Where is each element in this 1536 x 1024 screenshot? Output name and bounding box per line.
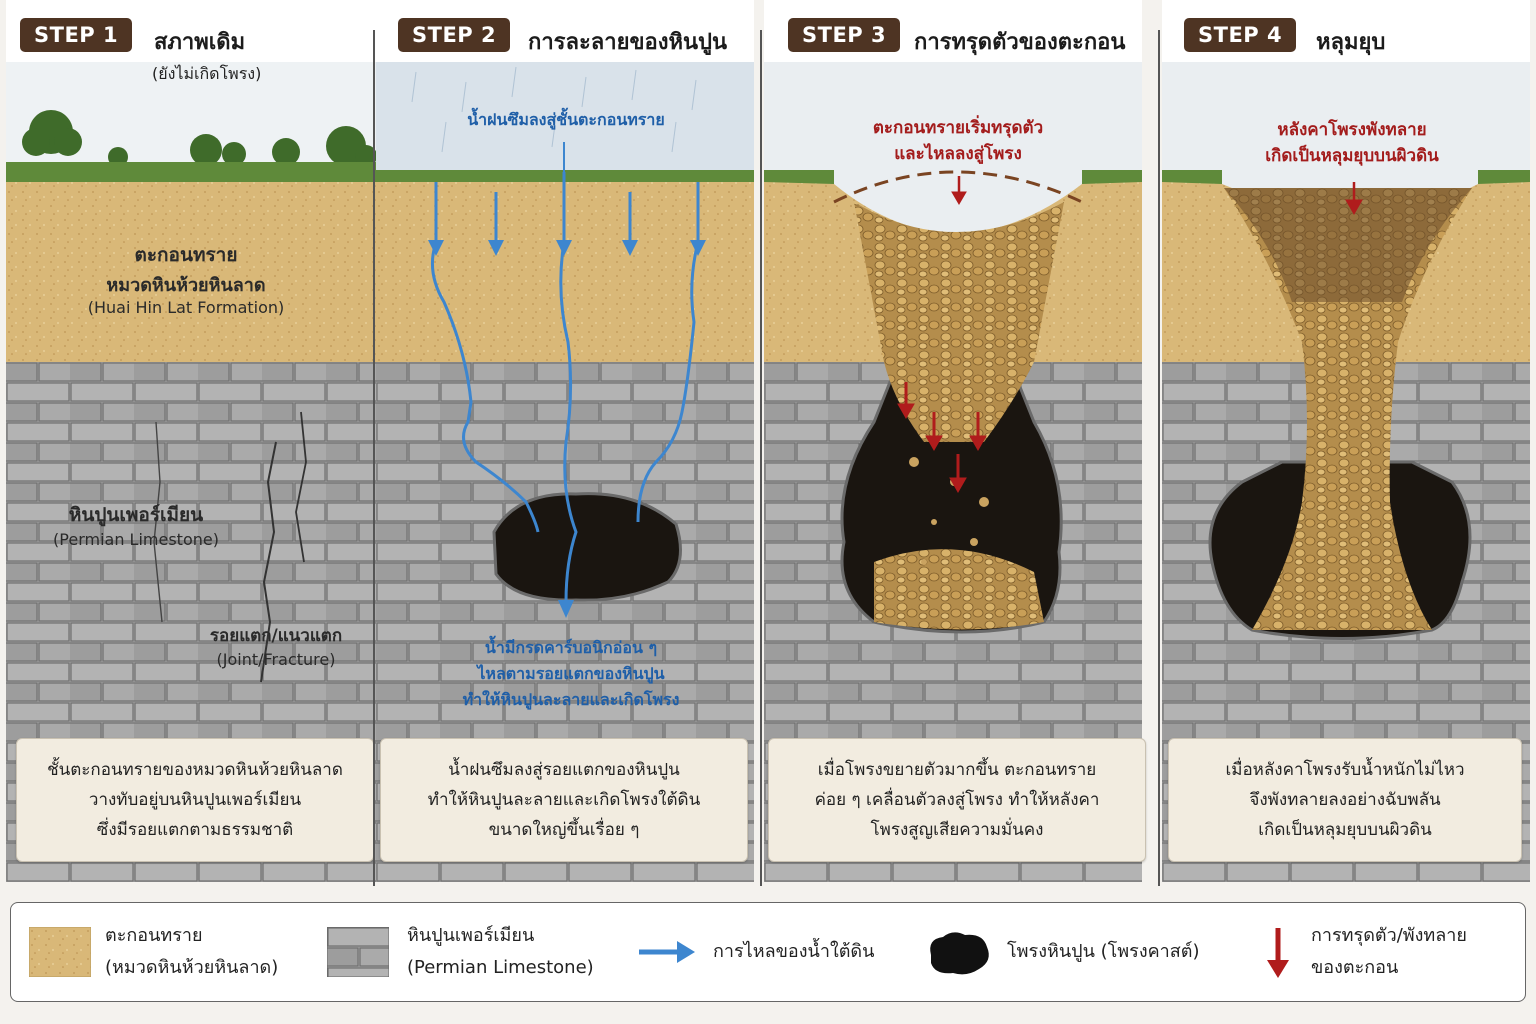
legend: ตะกอนทราย (หมวดหินห้วยหินลาด) หินปูนเพอร…: [10, 902, 1526, 1002]
desc-line: โพรงสูญเสียความมั่นคง: [870, 820, 1044, 840]
step-3-header: STEP 3 การทรุดตัวของตะกอน: [764, 0, 1142, 62]
step-4-badge: STEP 4: [1184, 18, 1297, 52]
limestone-label: หินปูนเพอร์เมียน: [68, 504, 204, 526]
acid-water-label-3: ทำให้หินปูนละลายและเกิดโพรง: [462, 690, 680, 709]
desc-line: เมื่อหลังคาโพรงรับน้ำหนักไม่ไหว: [1225, 760, 1465, 780]
joint-en-label: (Joint/Fracture): [216, 650, 336, 669]
legend-flow: การไหลของน้ำใต้ดิน: [637, 903, 874, 1001]
sand-layer-label: ตะกอนทราย: [134, 244, 238, 266]
step-2-header: STEP 2 การละลายของหินปูน: [376, 0, 754, 62]
subsidence-note-2: และไหลลงสู่โพรง: [894, 144, 1022, 164]
desc-line: ค่อย ๆ เคลื่อนตัวลงสู่โพรง ทำให้หลังคา: [814, 790, 1100, 810]
legend-limestone-line-2: (Permian Limestone): [407, 957, 594, 978]
desc-line: น้ำฝนซึมลงสู่รอยแตกของหินปูน: [448, 760, 680, 780]
step-1-title: สภาพเดิม: [154, 30, 246, 55]
legend-sand-line-1: ตะกอนทราย: [105, 925, 203, 946]
collapse-arrow-icon: [1267, 928, 1289, 978]
legend-sand: ตะกอนทราย (หมวดหินห้วยหินลาด): [29, 903, 278, 1001]
step-2-badge: STEP 2: [398, 18, 511, 52]
step-2-title: การละลายของหินปูน: [528, 30, 728, 55]
sand-formation-en-label: (Huai Hin Lat Formation): [87, 298, 285, 317]
sand-formation-label: หมวดหินห้วยหินลาด: [106, 275, 266, 296]
rain-infiltration-label: น้ำฝนซึมลงสู่ชั้นตะกอนทราย: [467, 110, 665, 129]
step-4-panel: STEP 4 หลุมยุบ หลังคาโพรงพังทลาย เกิดเป็…: [1162, 0, 1530, 886]
step-3-title: การทรุดตัวของตะกอน: [914, 30, 1126, 55]
desc-line: ทำให้หินปูนละลายและเกิดโพรงใต้ดิน: [427, 790, 701, 810]
acid-water-label-2: ไหลตามรอยแตกของหินปูน: [477, 664, 665, 683]
collapse-arrow-icon: [897, 176, 987, 494]
sinkhole-note-1: หลังคาโพรงพังทลาย: [1277, 120, 1427, 140]
legend-sand-line-2: (หมวดหินห้วยหินลาด): [105, 957, 279, 978]
legend-limestone: หินปูนเพอร์เมียน (Permian Limestone): [327, 903, 594, 1001]
subsidence-note-1: ตะกอนทรายเริ่มทรุดตัว: [872, 118, 1044, 138]
step-1-subtitle: (ยังไม่เกิดโพรง): [152, 64, 262, 83]
panel-divider: [1158, 30, 1160, 886]
sinkhole-note-2: เกิดเป็นหลุมยุบบนผิวดิน: [1265, 146, 1439, 166]
legend-cave-label: โพรงหินปูน (โพรงคาสต์): [1007, 941, 1200, 962]
legend-flow-label: การไหลของน้ำใต้ดิน: [713, 941, 875, 962]
panel-divider: [373, 30, 375, 886]
water-flow-arrow-icon: [639, 941, 695, 963]
legend-cave: โพรงหินปูน (โพรงคาสต์): [923, 903, 1199, 1001]
desc-line: วางทับอยู่บนหินปูนเพอร์เมียน: [88, 790, 302, 810]
desc-line: ขนาดใหญ่ขึ้นเรื่อย ๆ: [488, 820, 640, 840]
desc-line: เมื่อโพรงขยายตัวมากขึ้น ตะกอนทราย: [817, 760, 1097, 780]
desc-line: จึงพังทลายลงอย่างฉับพลัน: [1249, 790, 1441, 810]
step-1-badge: STEP 1: [20, 18, 133, 52]
legend-collapse: การทรุดตัว/พังทลาย ของตะกอน: [1263, 903, 1467, 1001]
step-1-panel: STEP 1 สภาพเดิม (ยังไม่เกิดโพรง) ตะกอนทร…: [6, 0, 384, 886]
legend-collapse-line-1: การทรุดตัว/พังทลาย: [1311, 925, 1467, 946]
step-3-badge: STEP 3: [788, 18, 901, 52]
step-1-header: STEP 1 สภาพเดิม: [6, 0, 384, 62]
joint-label: รอยแตก/แนวแตก: [209, 626, 343, 646]
step-3-panel: STEP 3 การทรุดตัวของตะกอน: [764, 0, 1146, 886]
sand-swatch-icon: [29, 927, 91, 977]
step-2-panel: STEP 2 การละลายของหินปูน: [376, 0, 754, 886]
step-3-description: เมื่อโพรงขยายตัวมากขึ้น ตะกอนทราย ค่อย ๆ…: [768, 738, 1146, 862]
desc-line: เกิดเป็นหลุมยุบบนผิวดิน: [1258, 820, 1432, 840]
panel-divider: [760, 30, 762, 886]
limestone-swatch-icon: [327, 927, 389, 977]
desc-line: ซึ่งมีรอยแตกตามธรรมชาติ: [96, 820, 294, 840]
step-4-title: หลุมยุบ: [1316, 30, 1386, 55]
acid-water-label-1: น้ำมีกรดคาร์บอนิกอ่อน ๆ: [484, 638, 658, 657]
desc-line: ชั้นตะกอนทรายของหมวดหินห้วยหินลาด: [47, 760, 343, 780]
collapse-arrow-icon: [1345, 182, 1363, 216]
legend-limestone-line-1: หินปูนเพอร์เมียน: [407, 925, 535, 946]
cave-blob-icon: [930, 932, 989, 975]
step-4-header: STEP 4 หลุมยุบ: [1162, 0, 1530, 62]
step-1-description: ชั้นตะกอนทรายของหมวดหินห้วยหินลาด วางทับ…: [16, 738, 374, 862]
flow-arrow-icon: [428, 240, 706, 618]
legend-collapse-line-2: ของตะกอน: [1311, 957, 1399, 978]
step-2-description: น้ำฝนซึมลงสู่รอยแตกของหินปูน ทำให้หินปูน…: [380, 738, 748, 862]
limestone-en-label: (Permian Limestone): [53, 530, 219, 549]
step-4-description: เมื่อหลังคาโพรงรับน้ำหนักไม่ไหว จึงพังทล…: [1168, 738, 1522, 862]
